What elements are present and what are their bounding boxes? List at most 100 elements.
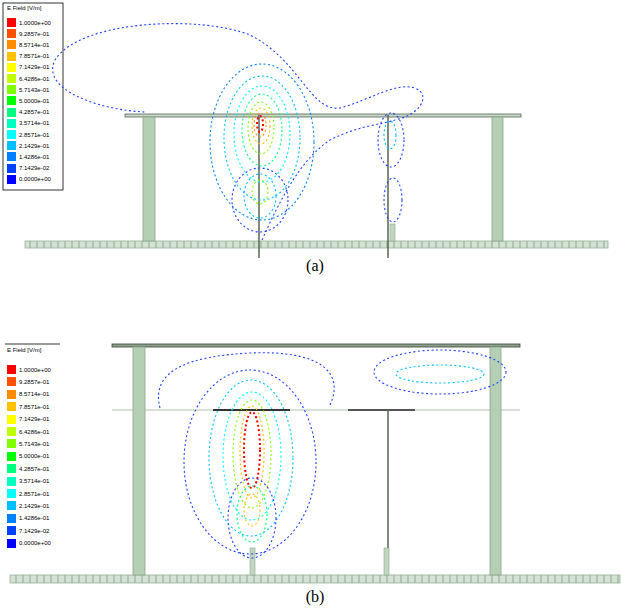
legend-row: 2.1429e-01 xyxy=(7,501,49,510)
legend-row: 6.4286e-01 xyxy=(7,427,49,436)
top-plate xyxy=(112,344,520,347)
field-contour xyxy=(184,370,316,554)
ground-plane xyxy=(25,241,608,248)
legend-value: 7.1429e-01 xyxy=(19,64,49,70)
legend-row: 6.4286e-01 xyxy=(7,74,49,83)
legend-row: 7.8571e-01 xyxy=(7,52,49,61)
figure-caption: (b) xyxy=(306,588,325,606)
field-contour xyxy=(244,174,276,218)
field-contour xyxy=(378,113,404,167)
legend-row: 2.1429e-01 xyxy=(7,141,49,150)
field-contour xyxy=(209,380,293,536)
legend-swatch xyxy=(7,477,16,486)
support-post xyxy=(492,117,503,241)
legend-swatch xyxy=(7,40,16,49)
legend-value: 1.0000e+00 xyxy=(19,20,51,26)
field-contour xyxy=(257,116,263,132)
probe-rod xyxy=(387,115,389,258)
legend-title: E Field [V/m] xyxy=(7,347,41,353)
middle-plane xyxy=(112,409,520,411)
probe-stub xyxy=(384,548,389,575)
contours-a xyxy=(53,24,423,240)
legend-row: 7.1429e-01 xyxy=(7,63,49,72)
legend-value: 6.4286e-01 xyxy=(19,76,49,82)
legend-row: 1.0000e+00 xyxy=(7,18,51,27)
support-post xyxy=(143,117,155,241)
contours-b xyxy=(158,350,506,558)
legend-value: 0.0000e+00 xyxy=(19,540,51,546)
field-contour xyxy=(384,121,396,149)
legend-value: 7.8571e-01 xyxy=(19,404,49,410)
legend-value: 0.0000e+00 xyxy=(19,176,51,182)
legend-row: 1.4286e-01 xyxy=(7,152,49,161)
legend-value: 8.5714e-01 xyxy=(19,42,49,48)
legend-row: 1.0000e+00 xyxy=(7,365,51,374)
legend-swatch xyxy=(7,164,16,173)
field-contour xyxy=(252,180,268,204)
field-contour xyxy=(224,76,300,200)
support-post xyxy=(490,347,501,575)
legend-row: 7.1429e-02 xyxy=(7,164,49,173)
field-contour xyxy=(237,486,267,542)
legend-swatch xyxy=(7,63,16,72)
legend-swatch xyxy=(7,96,16,105)
legend-value: 4.2857e-01 xyxy=(19,109,49,115)
legend-value: 3.5714e-01 xyxy=(19,120,49,126)
legend-swatch xyxy=(7,402,16,411)
legend-swatch xyxy=(7,18,16,27)
top-plate xyxy=(125,114,521,117)
legend-swatch xyxy=(7,464,16,473)
legend-row: 7.1429e-02 xyxy=(7,526,49,535)
legend-swatch xyxy=(7,452,16,461)
support-post xyxy=(133,347,145,575)
field-contour xyxy=(252,108,270,144)
legend-swatch xyxy=(7,119,16,128)
structure-b xyxy=(10,344,620,583)
field-contour xyxy=(244,412,260,488)
legend-swatch xyxy=(7,141,16,150)
legend-row: 0.0000e+00 xyxy=(7,175,51,184)
legend-value: 5.7143e-01 xyxy=(19,441,49,447)
field-contour xyxy=(242,94,282,166)
legend-value: 1.0000e+00 xyxy=(19,367,51,373)
legend-row: 8.5714e-01 xyxy=(7,390,49,399)
legend-value: 6.4286e-01 xyxy=(19,429,49,435)
legend-swatch xyxy=(7,85,16,94)
legend-value: 2.1429e-01 xyxy=(19,143,49,149)
field-contour xyxy=(223,392,281,520)
legend-swatch xyxy=(7,52,16,61)
legend-value: 1.4286e-01 xyxy=(19,515,49,521)
legend-row: 1.4286e-01 xyxy=(7,514,49,523)
legend-row: 7.8571e-01 xyxy=(7,402,49,411)
legend-row: 0.0000e+00 xyxy=(7,539,51,548)
legend-value: 7.1429e-02 xyxy=(19,165,49,171)
field-contour xyxy=(244,494,260,526)
legend-row: 5.7143e-01 xyxy=(7,85,49,94)
legend-value: 9.2857e-01 xyxy=(19,379,49,385)
legend-value: 5.7143e-01 xyxy=(19,87,49,93)
legend-swatch xyxy=(7,439,16,448)
legend-swatch xyxy=(7,130,16,139)
legend-value: 5.0000e-01 xyxy=(19,453,49,459)
field-contour xyxy=(384,178,402,222)
legend-swatch xyxy=(7,74,16,83)
legend-row: 4.2857e-01 xyxy=(7,464,49,473)
legend-value: 2.8571e-01 xyxy=(19,132,49,138)
probe-stub xyxy=(250,548,255,575)
field-contour xyxy=(233,400,271,508)
legend-value: 2.1429e-01 xyxy=(19,503,49,509)
legend-swatch xyxy=(7,526,16,535)
legend-value: 3.5714e-01 xyxy=(19,478,49,484)
field-contour xyxy=(210,64,314,220)
legend-value: 8.5714e-01 xyxy=(19,391,49,397)
legend-row: 8.5714e-01 xyxy=(7,40,49,49)
legend-row: 3.5714e-01 xyxy=(7,119,49,128)
legend-swatch xyxy=(7,539,16,548)
legend-row: 3.5714e-01 xyxy=(7,477,49,486)
legend-value: 4.2857e-01 xyxy=(19,466,49,472)
legend-frame xyxy=(3,3,63,190)
legend-row: 2.8571e-01 xyxy=(7,489,49,498)
field-contour xyxy=(234,86,290,182)
